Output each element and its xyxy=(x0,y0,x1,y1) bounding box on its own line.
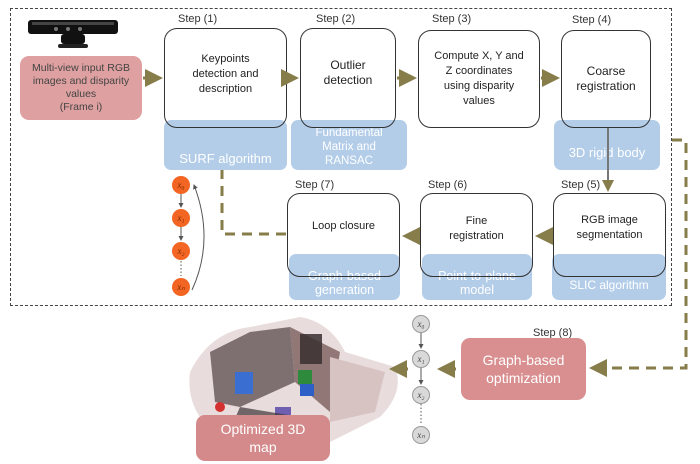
title-line: description xyxy=(198,82,253,95)
title-line: RGB image xyxy=(581,214,638,226)
title-line: Keypoints xyxy=(201,52,250,65)
step-7-label: Step (7) xyxy=(295,179,335,191)
input-rgb-disparity-box: Multi-view input RGB images and disparit… xyxy=(20,56,142,120)
step-5-label: Step (5) xyxy=(561,179,601,191)
title-line: using disparity xyxy=(443,80,515,92)
step-6-label: Step (6) xyxy=(428,179,468,191)
step-8-label: Step (8) xyxy=(533,327,573,339)
title-line: Graph-based xyxy=(482,352,565,368)
input-line: images and disparity xyxy=(32,75,130,87)
output-line: Optimized 3D xyxy=(220,421,306,437)
step-2-box: Outlier detection xyxy=(300,28,396,128)
input-line: values xyxy=(65,88,97,100)
loop-node: x₂ xyxy=(172,242,190,260)
step-5-box: RGB image segmentation xyxy=(553,193,666,277)
title-line: detection xyxy=(323,73,373,87)
loop-node: xₙ xyxy=(172,278,190,296)
method-line: Matrix and xyxy=(322,141,376,153)
step-4-label: Step (4) xyxy=(572,14,612,26)
method-line: generation xyxy=(314,283,375,297)
method-line: 3D rigid body xyxy=(568,145,646,160)
step-2-method: Fundamental Matrix and RANSAC xyxy=(291,120,407,170)
title-line: optimization xyxy=(486,370,561,386)
title-line: Coarse xyxy=(586,64,626,78)
step-8-optimization-box: Graph-based optimization xyxy=(461,338,586,400)
title-line: Compute X, Y and xyxy=(434,50,524,62)
output-line: map xyxy=(249,439,277,455)
title-line: registration xyxy=(449,230,504,242)
step-6-box: Fine registration xyxy=(420,193,533,277)
output-map-label: Optimized 3D map xyxy=(196,415,330,461)
step-7-box: Loop closure xyxy=(287,193,400,277)
pose-node: xₙ xyxy=(412,426,430,444)
loop-node: x₀ xyxy=(172,176,190,194)
method-line: model xyxy=(459,283,495,297)
loop-node: x₁ xyxy=(172,209,190,227)
step-3-box: Compute X, Y and Z coordinates using dis… xyxy=(418,30,540,128)
method-line: RANSAC xyxy=(325,155,373,167)
method-line: SURF algorithm xyxy=(179,151,272,166)
step-1-label: Step (1) xyxy=(178,13,218,25)
pose-node: x₁ xyxy=(412,350,430,368)
step-1-box: Keypoints detection and description xyxy=(164,28,287,128)
title-line: Loop closure xyxy=(312,219,375,232)
title-line: Outlier xyxy=(330,58,366,72)
title-line: registration xyxy=(576,79,636,93)
title-line: values xyxy=(463,95,495,107)
3d-point-cloud-map xyxy=(189,317,398,442)
step-6-method: Point-to-plane model xyxy=(422,254,532,300)
method-line: SLIC algorithm xyxy=(569,278,649,292)
pose-node: x₀ xyxy=(412,315,430,333)
title-line: segmentation xyxy=(576,229,643,241)
method-line: Fundamental xyxy=(315,127,383,139)
step-1-method: SURF algorithm xyxy=(164,120,287,170)
step-4-box: Coarse registration xyxy=(561,30,651,128)
input-line: Multi-view input RGB xyxy=(31,62,131,74)
title-line: Z coordinates xyxy=(445,65,513,77)
step-3-label: Step (3) xyxy=(432,13,472,25)
title-line: detection and xyxy=(192,67,259,80)
pose-node: x₂ xyxy=(412,386,430,404)
input-line: (Frame i) xyxy=(59,101,103,113)
step-7-method: Graph-based generation xyxy=(289,254,400,300)
kinect-sensor-icon xyxy=(28,20,118,48)
title-line: Fine xyxy=(465,215,488,227)
step-2-label: Step (2) xyxy=(316,13,356,25)
